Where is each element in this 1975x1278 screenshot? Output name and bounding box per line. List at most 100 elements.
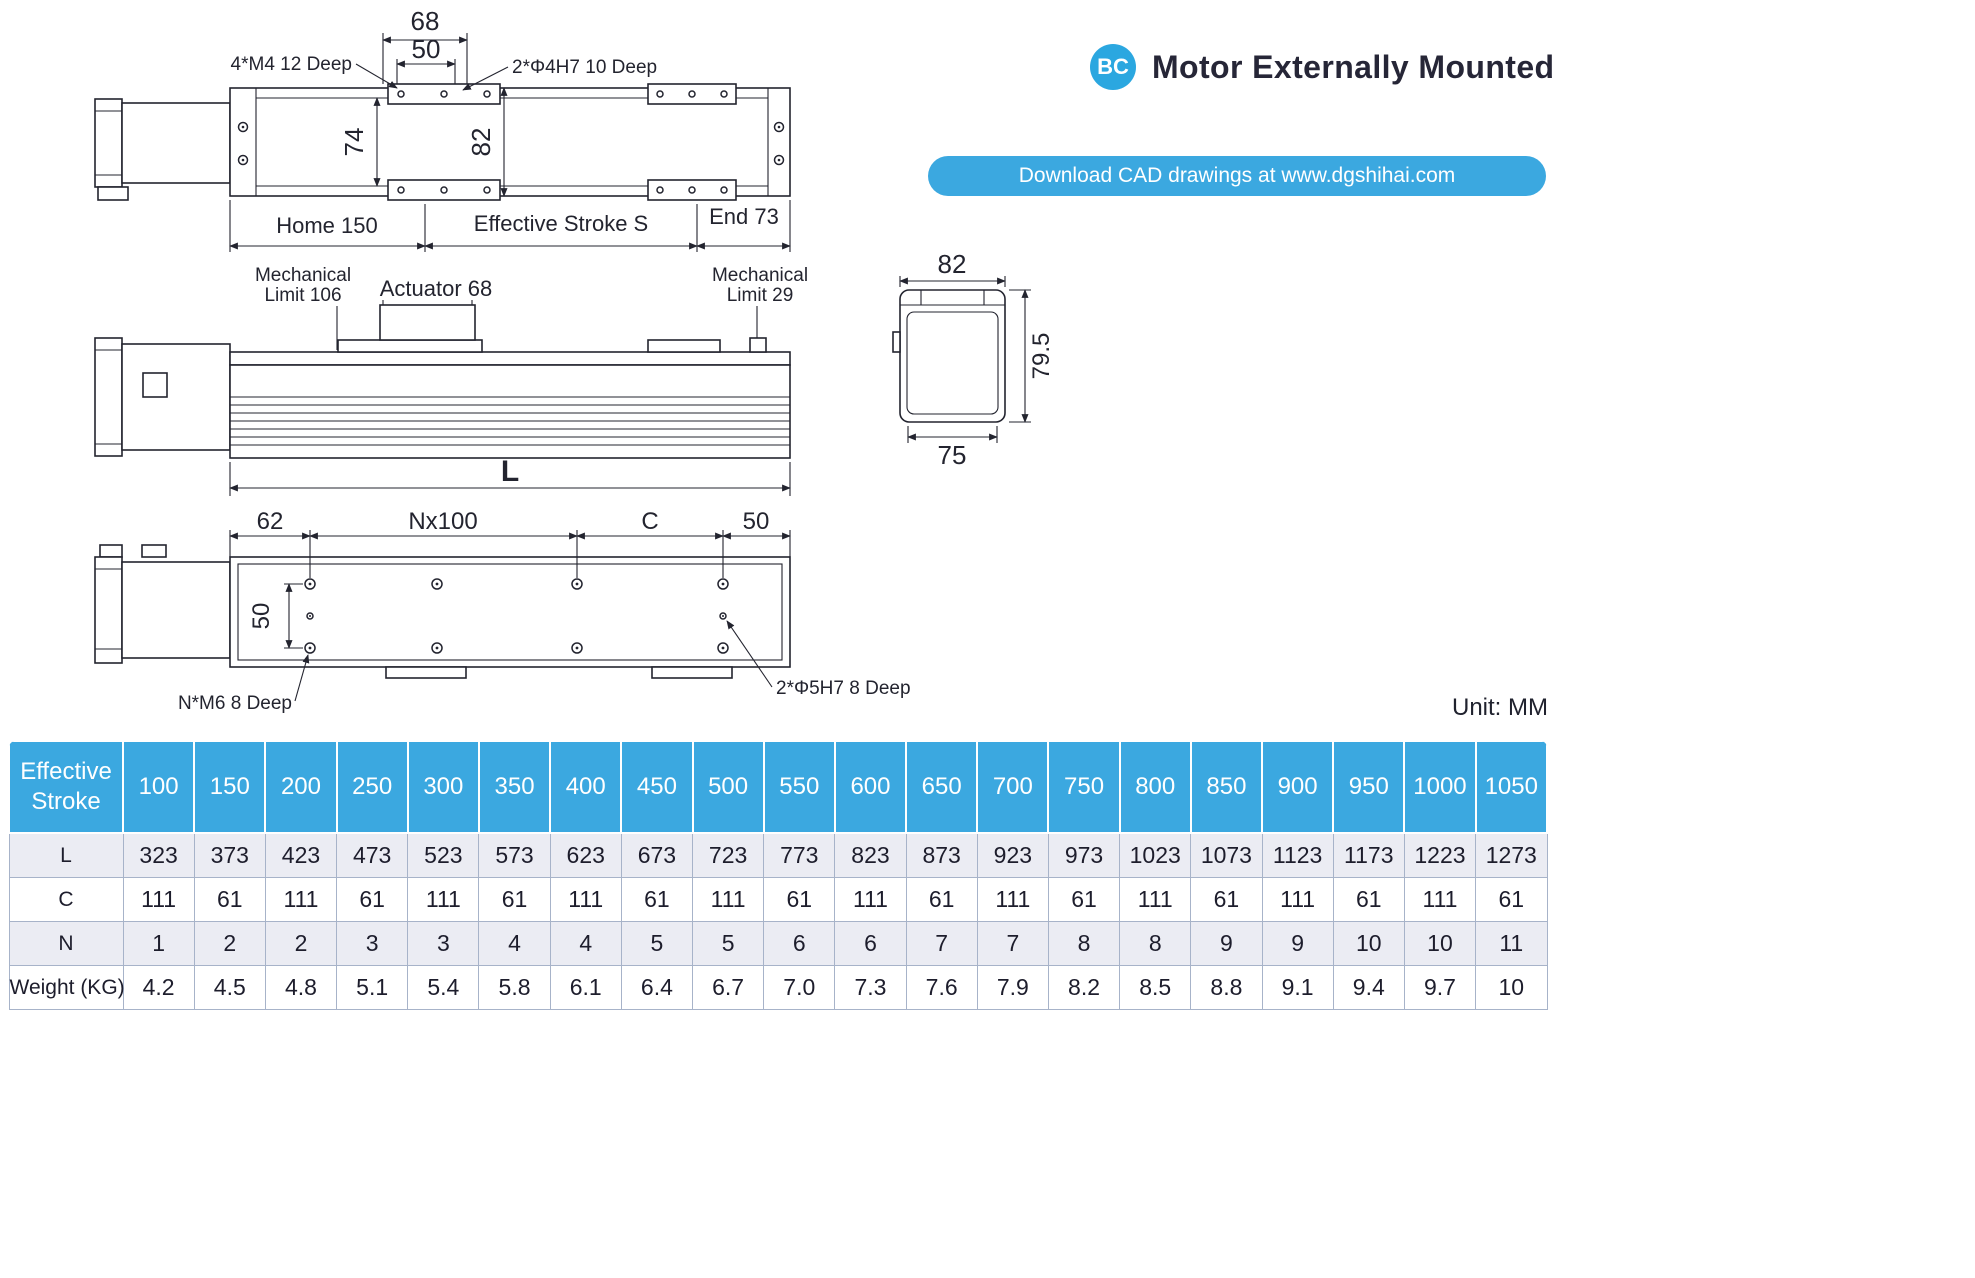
table-cell: 7.9 [976,965,1049,1010]
dim-50-vertical: 50 [248,603,275,630]
dim-62: 62 [257,508,284,535]
stroke-column-header: 700 [976,740,1050,834]
table-cell: 1223 [1403,832,1477,878]
table-cell: 7 [976,921,1049,966]
table-cell: 373 [193,832,266,878]
table-cell: 5.8 [478,965,551,1010]
table-cell: 773 [763,832,836,878]
stroke-column-header: 400 [549,740,623,834]
stroke-column-header: 800 [1118,740,1192,834]
stroke-column-header: 550 [762,740,836,834]
table-cell: 111 [691,877,765,922]
table-cell: 8.5 [1119,965,1192,1010]
label-actuator-68: Actuator 68 [380,276,493,301]
label-mech-limit-left-line1: Mechanical [255,265,351,286]
stroke-column-header: 450 [620,740,694,834]
table-cell: 623 [549,832,622,878]
table-cell: 111 [834,877,907,922]
side-view: Mechanical Limit 106 Actuator 68 Mechani… [94,265,808,496]
row-label: Weight (KG) [8,965,125,1010]
table-cell: 3 [336,921,409,966]
brand-header: BC Motor Externally Mounted [1090,44,1555,90]
dim-home-150: Home 150 [276,213,378,238]
dim-82: 82 [466,128,496,157]
table-cell: 9 [1261,921,1334,966]
effective-stroke-header: Effective Stroke [8,740,124,834]
table-cell: 5 [691,921,765,966]
table-cell: 823 [834,832,907,878]
table-cell: 1273 [1475,832,1548,878]
table-cell: 573 [478,832,551,878]
dim-50-right: 50 [743,508,770,535]
stroke-column-header: 350 [477,740,552,834]
table-cell: 5 [620,921,694,966]
table-cell: 2 [264,921,338,966]
dim-overall-length-L: L [501,455,519,488]
table-cell: 923 [976,832,1049,878]
dim-section-height-79-5: 79.5 [1028,333,1055,380]
table-cell: 973 [1047,832,1121,878]
row-label: N [8,921,124,966]
table-cell: 9.7 [1403,965,1477,1010]
table-cell: 6 [763,921,836,966]
row-label: L [8,832,124,878]
dim-section-base-75: 75 [938,440,967,470]
table-cell: 10 [1332,921,1405,966]
stroke-column-header: 250 [335,740,409,834]
dim-74: 74 [339,128,369,157]
dim-end-73: End 73 [709,204,779,229]
table-cell: 6.4 [620,965,694,1010]
table-cell: 8.2 [1047,965,1121,1010]
label-mech-limit-right-line2: Limit 29 [727,285,794,306]
table-cell: 873 [905,832,978,878]
note-phi4-holes: 2*Φ4H7 10 Deep [512,57,657,78]
stroke-column-header: 100 [121,740,196,834]
table-cell: 111 [549,877,622,922]
table-cell: 111 [1403,877,1477,922]
table-cell: 723 [691,832,765,878]
note-m6-holes: N*M6 8 Deep [178,693,292,714]
dim-effective-stroke: Effective Stroke S [474,211,648,236]
label-mech-limit-right-line1: Mechanical [712,265,808,286]
bc-badge-icon: BC [1090,44,1136,90]
table-cell: 1 [122,921,195,966]
download-cad-button[interactable]: Download CAD drawings at www.dgshihai.co… [928,156,1546,196]
stroke-column-header: 750 [1047,740,1121,834]
table-cell: 1173 [1332,832,1405,878]
dim-68: 68 [411,6,440,36]
table-cell: 111 [1261,877,1334,922]
table-cell: 4.5 [193,965,266,1010]
table-cell: 7.6 [905,965,978,1010]
dim-c: C [641,508,658,535]
table-cell: 5.4 [407,965,480,1010]
table-cell: 111 [122,877,195,922]
note-m4-holes: 4*M4 12 Deep [231,54,352,75]
note-phi5-holes: 2*Φ5H7 8 Deep [776,678,911,699]
row-label: C [8,877,124,922]
stroke-column-header: 1000 [1403,740,1477,834]
cross-section-view: 82 79.5 75 [892,249,1055,470]
table-cell: 1073 [1190,832,1263,878]
bottom-view: 62 Nx100 C 50 50 N*M6 8 Deep 2*Φ5H7 8 De… [94,508,911,714]
table-cell: 111 [264,877,338,922]
table-cell: 6 [834,921,907,966]
stroke-column-header: 900 [1260,740,1335,834]
dim-50: 50 [412,34,441,64]
stroke-column-header: 1050 [1474,740,1548,834]
top-view: 68 50 4*M4 12 Deep 2*Φ4H7 10 Deep 74 82 … [94,6,791,252]
table-cell: 61 [193,877,266,922]
table-cell: 4 [549,921,622,966]
table-cell: 423 [264,832,338,878]
table-cell: 11 [1475,921,1548,966]
table-cell: 8.8 [1190,965,1263,1010]
table-cell: 61 [1332,877,1405,922]
table-cell: 2 [193,921,266,966]
stroke-column-header: 600 [833,740,908,834]
unit-label: Unit: MM [1452,694,1548,721]
